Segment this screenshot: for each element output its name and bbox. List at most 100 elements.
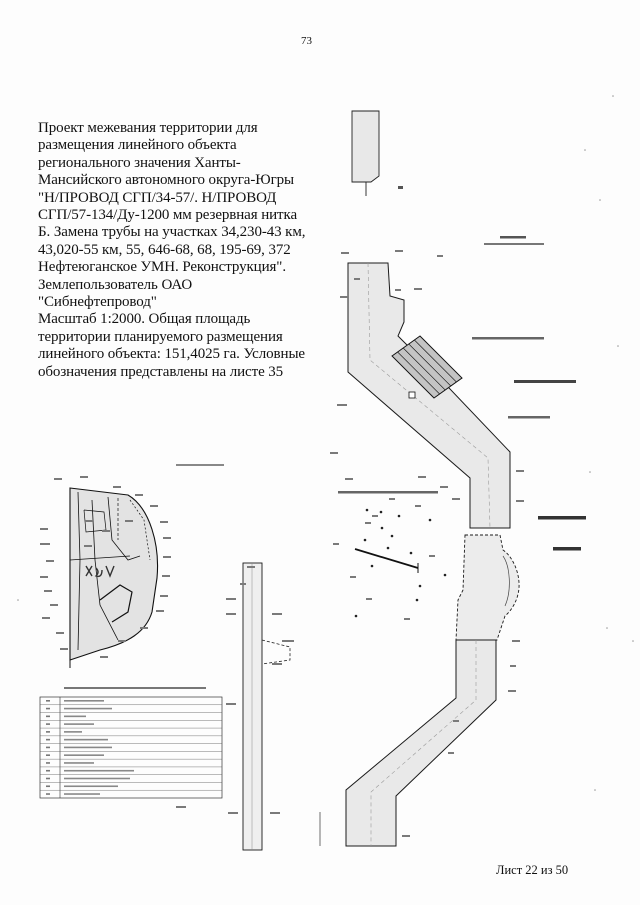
survey-point: [418, 584, 422, 588]
legend-row-text-mark: [64, 769, 134, 772]
legend-row-text-mark: [64, 738, 108, 741]
survey-point: [397, 514, 401, 518]
caption-line: Мансийского автономного округа-Югры: [38, 172, 295, 189]
caption-line: обозначения представлены на листе 35: [38, 363, 284, 380]
illegible-map-label: [226, 703, 236, 705]
legend-row-number-mark: [46, 707, 50, 710]
legend-row-text-mark: [64, 707, 112, 710]
legend-row-text-mark: [64, 762, 94, 764]
survey-point: [379, 510, 383, 514]
survey-point: [443, 573, 447, 577]
illegible-map-label: [440, 486, 448, 488]
plan-caption: Проект межевания территории для размещен…: [38, 120, 306, 381]
illegible-map-label: [350, 576, 356, 578]
illegible-map-label: [448, 752, 454, 754]
caption-line: 43,020-55 км, 55, 646-68, 68, 195-69, 37…: [38, 241, 291, 258]
caption-line: "Сибнефтепровод": [38, 294, 157, 311]
illegible-map-label: [80, 476, 88, 478]
hatched-parcel: [391, 335, 463, 399]
legend-row-number-mark: [46, 793, 50, 795]
illegible-map-label: [46, 560, 54, 562]
scan-noise: [17, 95, 634, 791]
scan-speck: [584, 149, 586, 151]
illegible-map-label: [125, 520, 133, 522]
survey-point: [365, 508, 369, 512]
illegible-map-label: [372, 515, 378, 517]
illegible-map-label: [508, 416, 550, 419]
illegible-map-label: [118, 640, 126, 642]
survey-point: [386, 546, 390, 550]
illegible-map-label: [140, 627, 148, 629]
illegible-map-label: [44, 590, 52, 592]
survey-line: [354, 548, 419, 573]
legend-row-number-mark: [46, 754, 50, 756]
illegible-map-label: [452, 498, 460, 500]
legend-row-text-mark: [64, 777, 130, 780]
scan-speck: [594, 789, 596, 791]
legend-row-number-mark: [46, 700, 50, 702]
illegible-map-label: [40, 543, 50, 545]
illegible-map-label: [160, 521, 168, 523]
caption-line: регионального значения Ханты-: [38, 154, 241, 171]
illegible-map-label: [247, 566, 255, 568]
legend-table: [39, 696, 223, 799]
scan-speck: [617, 345, 619, 347]
page-number: 73: [301, 35, 312, 47]
illegible-map-label: [163, 556, 171, 558]
illegible-map-label: [472, 337, 544, 340]
scan-speck: [589, 471, 591, 473]
legend-row-number-mark: [46, 746, 50, 749]
illegible-map-label: [437, 255, 443, 257]
survey-point: [428, 518, 432, 522]
illegible-map-label: [64, 687, 206, 689]
illegible-map-label: [40, 576, 48, 578]
survey-point: [380, 526, 384, 530]
illegible-map-label: [113, 486, 121, 488]
caption-line: Б. Замена трубы на участках 34,230-43 км…: [38, 224, 306, 241]
illegible-map-label: [514, 380, 576, 383]
illegible-map-label: [176, 464, 224, 466]
illegible-map-label: [85, 520, 93, 522]
illegible-map-label: [50, 604, 58, 606]
illegible-map-label: [453, 720, 459, 722]
illegible-map-label: [156, 610, 164, 612]
legend-row-text-mark: [64, 723, 94, 725]
illegible-map-label: [272, 663, 282, 665]
illegible-map-label: [553, 547, 581, 551]
caption-line: Нефтеюганское УМН. Реконструкция".: [38, 259, 286, 276]
illegible-map-label: [333, 543, 339, 545]
illegible-map-label: [516, 500, 524, 502]
illegible-map-label: [484, 243, 544, 245]
survey-point: [370, 564, 374, 568]
illegible-map-label: [240, 583, 246, 585]
illegible-map-label: [418, 476, 426, 478]
caption-line: СГП/57-134/Ду-1200 мм резервная нитка: [38, 207, 298, 224]
caption-line: Проект межевания территории для: [38, 120, 258, 136]
illegible-map-label: [404, 618, 410, 620]
survey-point: [409, 551, 413, 555]
legend-row-text-mark: [64, 793, 100, 795]
illegible-map-label: [365, 522, 371, 524]
illegible-map-label: [282, 640, 294, 642]
illegible-map-label: [414, 288, 422, 290]
survey-point: [363, 538, 367, 542]
illegible-map-label: [54, 478, 62, 480]
survey-point: [390, 534, 394, 538]
illegible-map-label: [228, 812, 238, 814]
illegible-map-label: [340, 296, 348, 298]
illegible-map-label: [395, 289, 401, 291]
illegible-map-label: [354, 278, 360, 280]
illegible-map-label: [389, 498, 395, 500]
illegible-map-label: [395, 250, 403, 252]
top-parcel-fragment: [351, 110, 380, 196]
illegible-map-labels: [40, 186, 586, 837]
illegible-map-label: [341, 252, 349, 254]
illegible-map-label: [160, 595, 168, 597]
illegible-map-label: [508, 690, 516, 692]
survey-point: [354, 614, 358, 618]
illegible-map-label: [516, 470, 524, 472]
caption-line: территории планируемого размещения: [38, 328, 283, 345]
scan-speck: [599, 199, 601, 201]
